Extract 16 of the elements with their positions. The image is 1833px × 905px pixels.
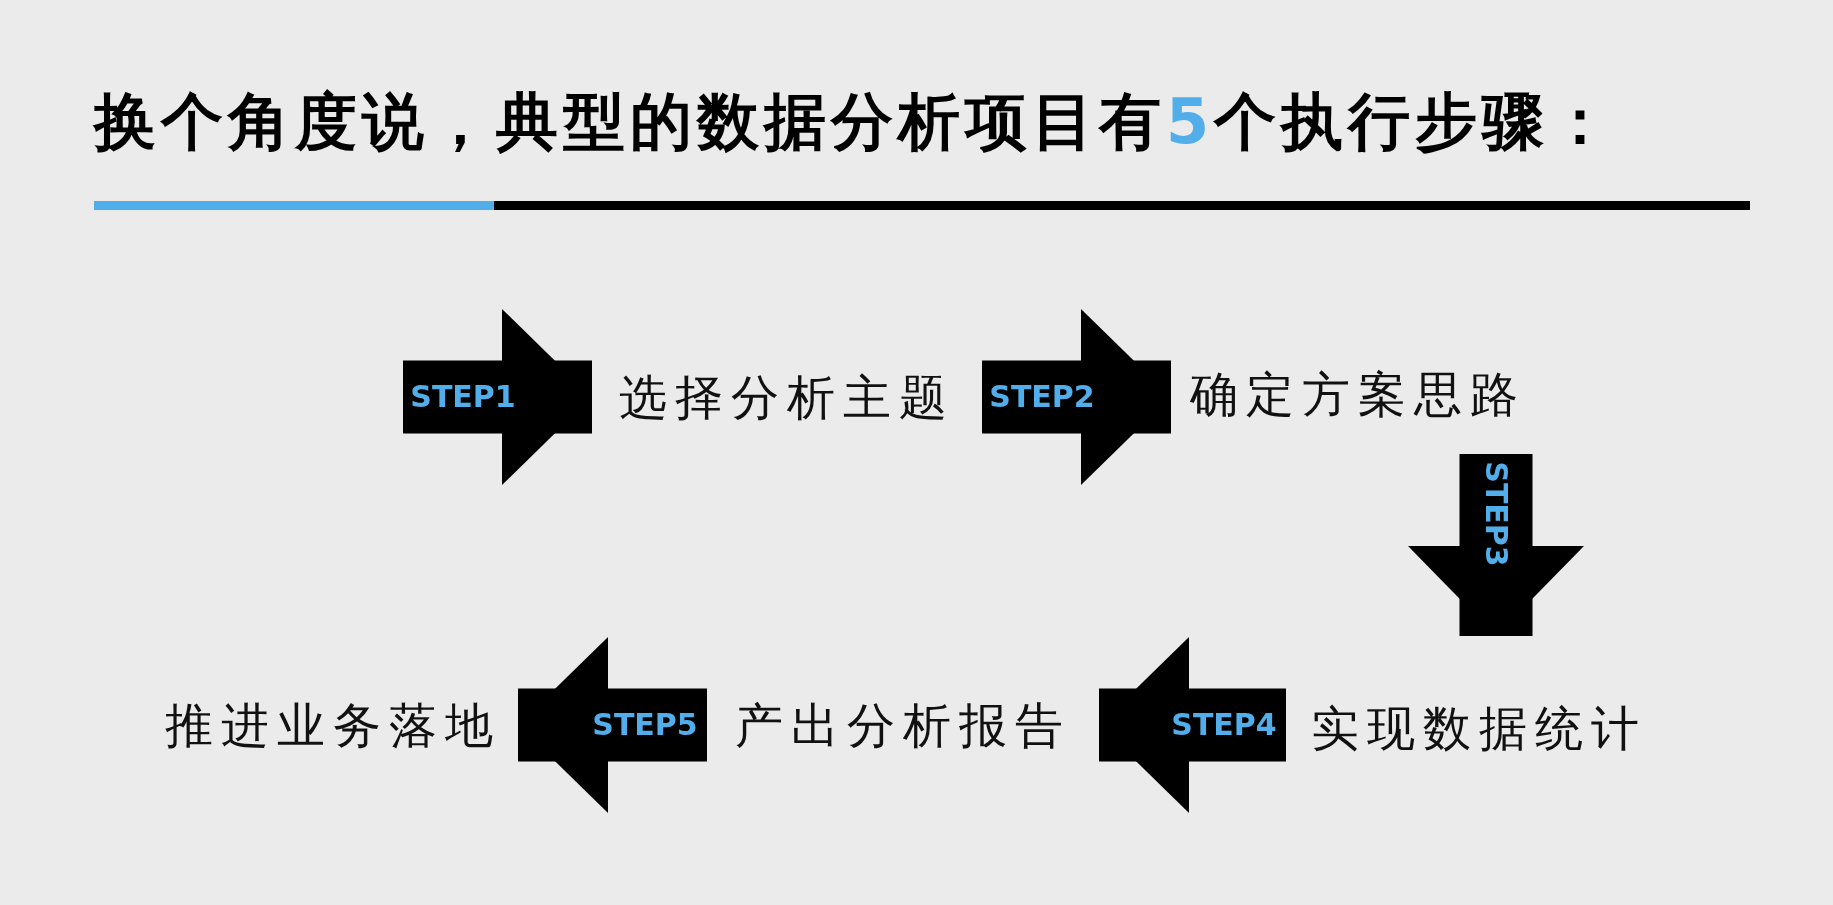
block-arrow [982, 309, 1171, 485]
block-arrow [403, 309, 592, 485]
block-arrow [518, 637, 707, 813]
step-label: STEP4 [1171, 710, 1277, 740]
step-label: STEP5 [592, 710, 698, 740]
step-text: 实现数据统计 [1311, 704, 1647, 752]
step-text: 选择分析主题 [619, 373, 955, 421]
step-text: 产出分析报告 [735, 701, 1071, 749]
block-arrow [1099, 637, 1286, 813]
step-label: STEP2 [989, 382, 1095, 412]
step-text: 推进业务落地 [165, 701, 501, 749]
title: 换个角度说，典型的数据分析项目有5个执行步骤： [94, 88, 1617, 157]
step-label: STEP3 [1481, 461, 1511, 567]
step-label: STEP1 [410, 382, 516, 412]
step-text: 确定方案思路 [1190, 370, 1526, 418]
block-arrow [1408, 454, 1584, 636]
